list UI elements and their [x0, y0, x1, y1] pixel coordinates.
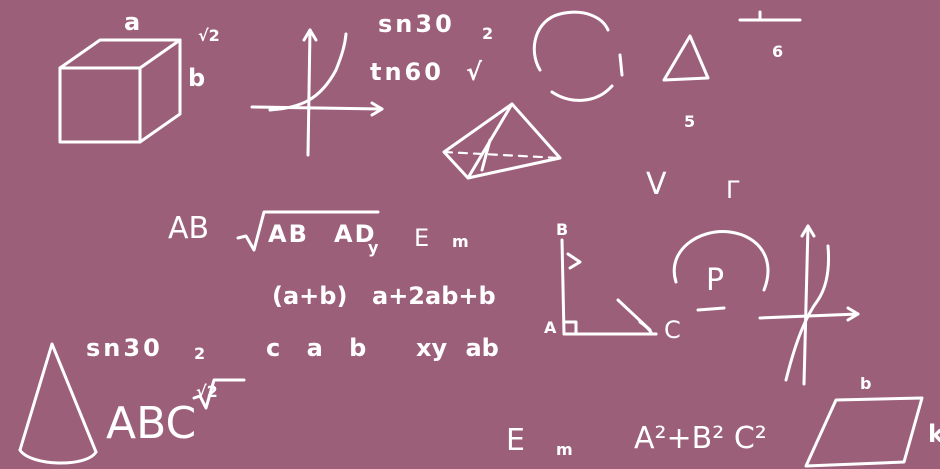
- e-m-1: E: [414, 224, 430, 252]
- tri-c: C: [664, 316, 681, 344]
- e-m-2: E: [506, 423, 525, 458]
- pyramid-drawing: [442, 102, 562, 180]
- sin30-bottom: sn30: [86, 334, 163, 362]
- graph-bottom: [758, 224, 860, 386]
- right-triangle: [560, 238, 658, 336]
- c-a-b: c a b: [266, 334, 367, 362]
- semicircle-drawing: [672, 230, 770, 312]
- tan60: tn60: [370, 58, 444, 86]
- number-5: 5: [684, 112, 696, 131]
- e-m-2-m: m: [556, 440, 573, 459]
- cone-drawing: [18, 342, 98, 465]
- cube-drawing: [58, 38, 182, 144]
- p-letter: P: [706, 263, 725, 298]
- edge-k: k: [928, 420, 940, 448]
- fraction-6: 6: [772, 42, 784, 61]
- parallelogram-drawing: [804, 396, 924, 468]
- xy-ab: xy ab: [416, 334, 499, 362]
- fraction-line: [738, 10, 802, 22]
- triangle-top: [662, 34, 710, 82]
- small-2-bottom: 2: [194, 344, 206, 363]
- ad-y: AD: [334, 220, 377, 248]
- cube-label-side: b: [188, 64, 206, 92]
- cube-label-top: a: [124, 8, 141, 36]
- e-m-1-m: m: [452, 232, 469, 251]
- sqrt-bottom: [192, 378, 246, 410]
- check-v: V: [646, 167, 667, 202]
- root-top: √: [466, 58, 483, 86]
- circle-arcs: [532, 10, 624, 102]
- small-2-top: 2: [482, 24, 494, 43]
- sqrt-ab: AB: [268, 220, 309, 248]
- sqrt-sign: [236, 210, 380, 252]
- gamma: Γ: [726, 176, 740, 204]
- a-plus-b: (a+b): [272, 282, 348, 310]
- root2-bottom: √2: [196, 382, 218, 401]
- a2-b2-c2: A²+B² C²: [634, 421, 767, 456]
- expansion: a+2ab+b: [372, 282, 496, 310]
- graph-top: [250, 28, 384, 157]
- abc-label: ABC: [106, 398, 197, 449]
- tri-b: B: [556, 220, 569, 239]
- ab-row: AB: [168, 211, 210, 246]
- cube-label-root: √2: [198, 26, 220, 45]
- tri-a: A: [544, 318, 557, 337]
- ad-y-sub: y: [368, 238, 379, 257]
- para-b: b: [860, 374, 872, 393]
- sin30-top: sn30: [378, 10, 455, 38]
